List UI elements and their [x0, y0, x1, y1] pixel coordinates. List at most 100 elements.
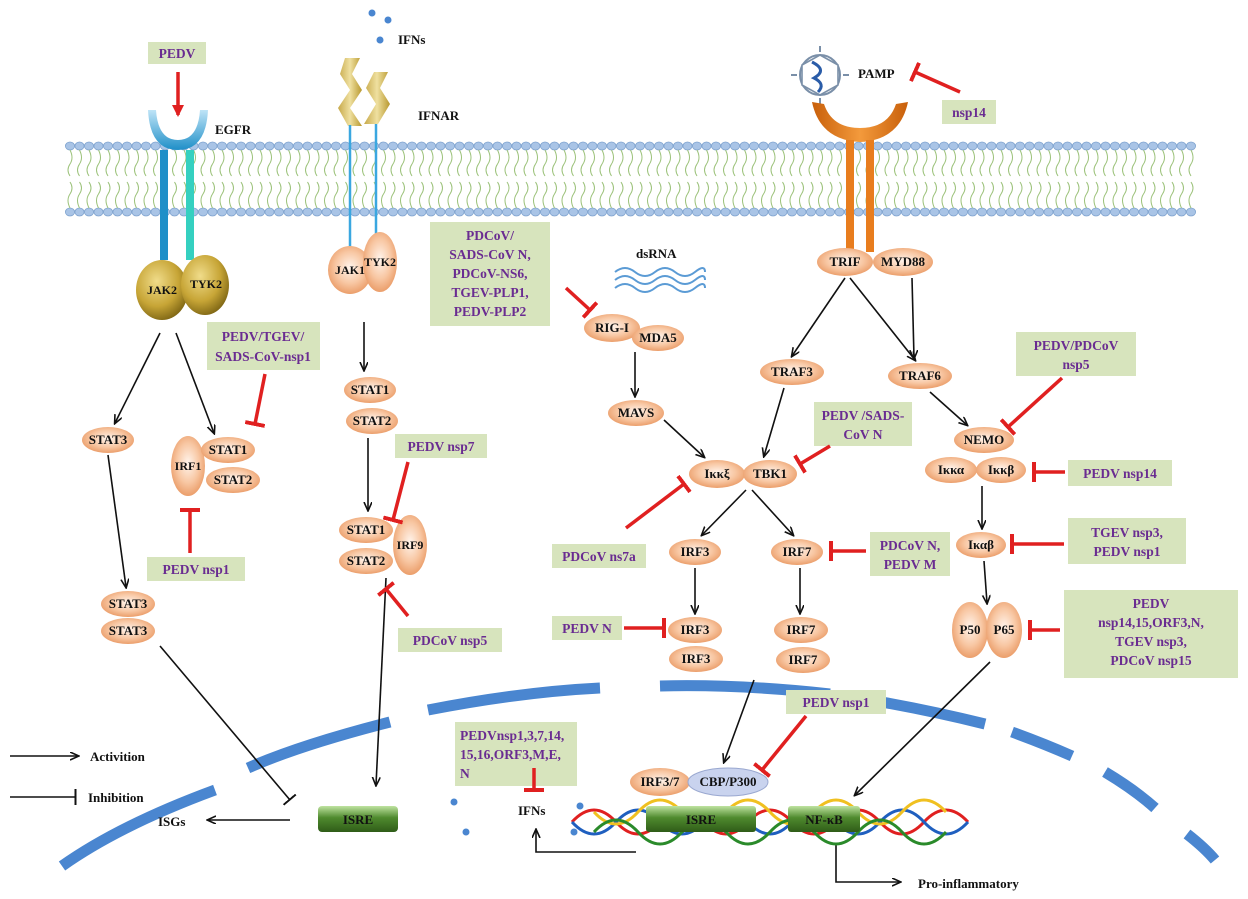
p65-label: P65	[994, 622, 1015, 637]
lipid-tail	[580, 181, 586, 209]
nfkb-box	[788, 806, 860, 832]
jak2-node	[136, 260, 188, 320]
irf7-b-label: IRF7	[787, 622, 816, 637]
irf7-a-node: IRF7	[771, 539, 823, 565]
stat1-a-label: STAT1	[209, 442, 248, 457]
lipid-head	[1034, 207, 1045, 217]
lipid-head	[387, 207, 398, 217]
pamp-label: PAMP	[858, 66, 895, 81]
lipid-tail	[276, 149, 282, 177]
irf37-node: IRF3/7	[630, 768, 690, 796]
lipid-tail	[96, 181, 101, 209]
lipid-tail	[1027, 149, 1032, 177]
jak1-node	[328, 246, 372, 294]
pedv-nsp7-text: PEDV nsp7	[408, 439, 475, 454]
stat3-c-label: STAT3	[109, 623, 148, 638]
lipid-tail	[305, 149, 310, 177]
pedv-tgev-sads-line-2: SADS-CoV-nsp1	[215, 349, 311, 364]
lipid-tail	[219, 181, 225, 209]
lipid-head	[853, 141, 864, 151]
pdcov-ns7a-text: PDCoV ns7a	[562, 549, 636, 564]
lipid-head	[768, 207, 779, 217]
lipid-tail	[856, 181, 861, 209]
pedv-pdcov-nsp5-line-2: nsp5	[1062, 357, 1089, 372]
pedv-multi-line-2: 15,16,ORF3,M,E,	[460, 747, 561, 762]
lipid-head	[425, 141, 436, 151]
lipid-head	[1186, 207, 1197, 217]
lipid-head	[492, 207, 503, 217]
lipid-tail	[685, 149, 690, 177]
lipid-head	[996, 141, 1007, 151]
lipid-head	[948, 207, 959, 217]
lipid-tail	[466, 181, 472, 209]
lipid-head	[1167, 141, 1178, 151]
lipid-head	[540, 141, 551, 151]
irf3-c-node: IRF3	[669, 646, 723, 672]
stat2-c-node: STAT2	[339, 548, 393, 574]
lipid-head	[406, 207, 417, 217]
lipid-tail	[219, 149, 225, 177]
irf7-c-node: IRF7	[776, 647, 830, 673]
lipid-tail	[704, 149, 709, 177]
lipid-tail	[742, 149, 747, 177]
lipid-tail	[533, 181, 538, 209]
lipid-head	[1129, 141, 1140, 151]
lipid-head	[387, 141, 398, 151]
nsp14-inhibits-pamp	[909, 62, 961, 94]
isre-right-label: ISRE	[686, 812, 716, 827]
lipid-head	[910, 207, 921, 217]
lipid-head	[511, 207, 522, 217]
lipid-tail	[314, 149, 320, 177]
myd88-label: MYD88	[881, 254, 926, 269]
lipid-tail	[960, 181, 966, 209]
lipid-tail	[561, 149, 567, 177]
ikke-node: Iκκξ	[689, 460, 745, 488]
lipid-tail	[514, 181, 519, 209]
lipid-head	[65, 141, 76, 151]
cbp-label: CBP/P300	[699, 774, 756, 789]
lipid-tail	[1179, 181, 1184, 209]
pdcov-nsp5-box	[398, 628, 502, 652]
lipid-head	[207, 141, 218, 151]
lipid-head	[216, 141, 227, 151]
lipid-head	[1024, 207, 1035, 217]
pedv-big-line-3: TGEV nsp3,	[1115, 634, 1187, 649]
pedv-multi-box	[455, 722, 577, 786]
lipid-tail	[495, 181, 500, 209]
pedv-big-line-2: nsp14,15,ORF3,N,	[1098, 615, 1204, 630]
lipid-head	[235, 141, 246, 151]
lipid-head	[654, 141, 665, 151]
lipid-head	[349, 207, 360, 217]
lipid-tail	[647, 149, 652, 177]
lipid-head	[606, 207, 617, 217]
lipid-tail	[400, 181, 405, 209]
lipid-tail	[172, 181, 177, 209]
lipid-tail	[438, 181, 443, 209]
lipid-tail	[333, 149, 339, 177]
lipid-head	[311, 141, 322, 151]
lipid-head	[815, 141, 826, 151]
tgev-nsp3-box	[1068, 518, 1186, 564]
lipid-head	[730, 207, 741, 217]
lipid-tail	[780, 149, 785, 177]
ikka-node: Iκκα	[925, 457, 977, 483]
lipid-head	[644, 141, 655, 151]
lipid-tail	[989, 181, 994, 209]
lipid-head	[340, 207, 351, 217]
lipid-tail	[523, 149, 529, 177]
lipid-head	[140, 207, 151, 217]
lipid-head	[1129, 207, 1140, 217]
lipid-head	[254, 141, 265, 151]
tyk2-left-node	[181, 255, 229, 315]
lipid-head	[216, 207, 227, 217]
lipid-tail	[723, 149, 728, 177]
stat1-a-node: STAT1	[201, 437, 255, 463]
lipid-tail	[656, 181, 662, 209]
lipid-tail	[514, 149, 519, 177]
lipid-tail	[419, 149, 424, 177]
lipid-tail	[884, 149, 890, 177]
lipid-head	[473, 141, 484, 151]
pdcov-ns7a-box	[552, 544, 646, 568]
trif-node	[817, 248, 873, 276]
egfr-label: EGFR	[215, 122, 252, 137]
